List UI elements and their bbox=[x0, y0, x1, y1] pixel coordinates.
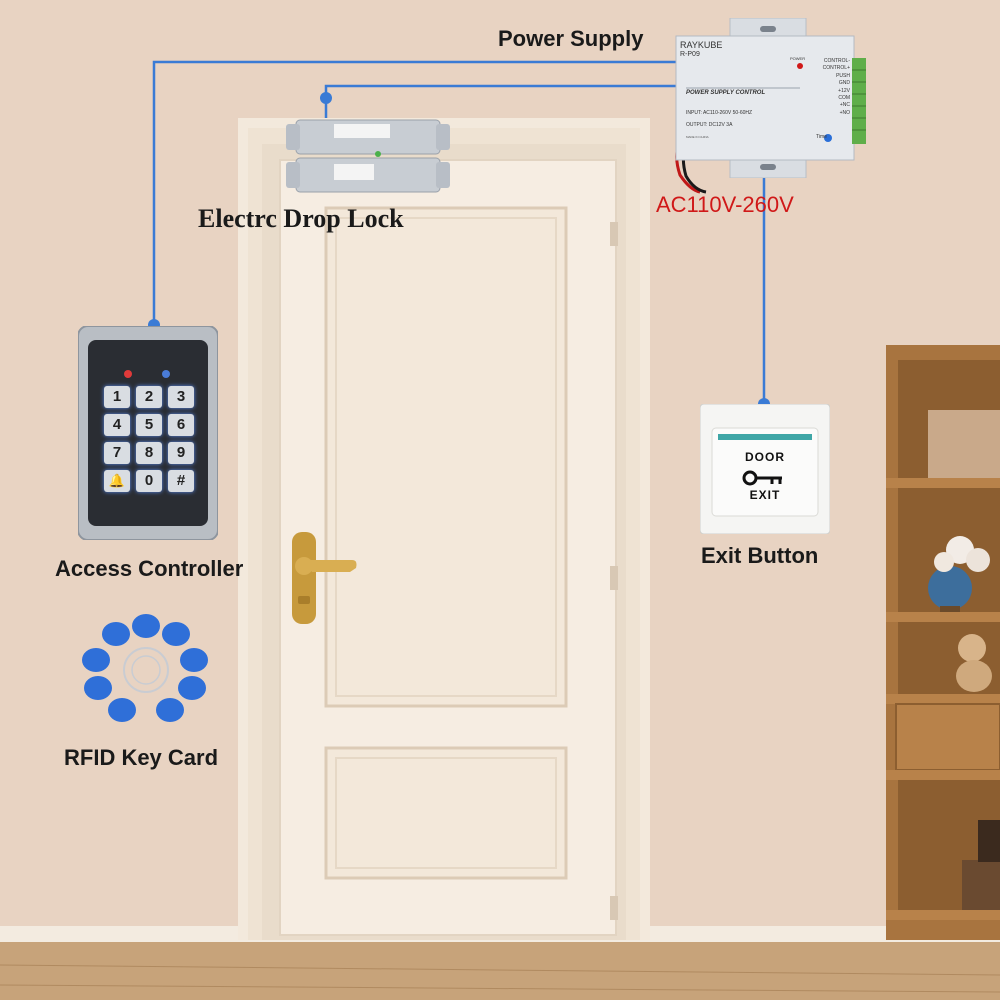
power-supply-box bbox=[675, 17, 866, 179]
key-1[interactable]: 1 bbox=[104, 386, 130, 408]
rfid-key-cards bbox=[82, 614, 208, 722]
key-7[interactable]: 7 bbox=[104, 442, 130, 464]
exit-plate-frame bbox=[699, 403, 831, 535]
bookshelf bbox=[886, 345, 1000, 940]
electric-drop-lock bbox=[286, 116, 450, 196]
label-rfid-key-card: RFID Key Card bbox=[64, 745, 219, 770]
rfid-fob-icon bbox=[180, 648, 208, 672]
power-supply-unit: RAYKUBE R-P09 POWER POWER SUPPLY CONTROL… bbox=[672, 17, 866, 179]
terminal-label: +12V bbox=[838, 87, 850, 94]
label-voltage: AC110V-260V bbox=[656, 192, 794, 217]
terminal-label: CONTROL- bbox=[823, 58, 850, 64]
key-5[interactable]: 5 bbox=[136, 414, 162, 436]
drop-lock-body bbox=[286, 119, 450, 193]
door-leaf bbox=[279, 159, 618, 936]
key-8[interactable]: 8 bbox=[136, 442, 162, 464]
psu-output: OUTPUT: DC12V 3A bbox=[686, 122, 733, 128]
keypad-grid: 1 2 3 4 5 6 7 8 9 🔔 0 # bbox=[104, 386, 194, 492]
psu-terminal-labels: CONTROL- CONTROL+ PUSH GND +12V COM +NC … bbox=[812, 58, 850, 117]
door-handle bbox=[292, 532, 357, 624]
rfid-fob-icon bbox=[108, 698, 136, 722]
psu-brand: RAYKUBE bbox=[680, 40, 723, 50]
wire-power-to-lock bbox=[324, 84, 690, 118]
terminal-label: CONTROL+ bbox=[822, 65, 850, 72]
key-4[interactable]: 4 bbox=[104, 414, 130, 436]
rfid-fob-icon bbox=[162, 622, 190, 646]
exit-button-plate: DOOR EXIT bbox=[699, 403, 831, 535]
label-exit-button: Exit Button bbox=[701, 543, 819, 568]
rfid-fob-icon bbox=[82, 648, 110, 672]
label-drop-lock: Electrc Drop Lock bbox=[198, 204, 404, 233]
time-knob-icon bbox=[824, 134, 832, 142]
status-led-blue-icon bbox=[162, 370, 170, 378]
psu-time-label: Time bbox=[816, 134, 827, 140]
key-0[interactable]: 0 bbox=[136, 470, 162, 492]
rfid-fob-icon bbox=[132, 614, 160, 638]
terminal-label: GND bbox=[838, 80, 850, 87]
key-2[interactable]: 2 bbox=[136, 386, 162, 408]
exit-plate-exit-text: EXIT bbox=[749, 488, 781, 502]
label-access-controller: Access Controller bbox=[55, 556, 244, 581]
access-controller: 1 2 3 4 5 6 7 8 9 🔔 0 # bbox=[77, 325, 219, 541]
psu-model: R-P09 bbox=[680, 51, 700, 58]
psu-power-label: POWER bbox=[790, 56, 806, 61]
key-3[interactable]: 3 bbox=[168, 386, 194, 408]
wire-node-lock bbox=[320, 92, 332, 104]
rfid-fob-icon bbox=[178, 676, 206, 700]
rfid-fob-icon bbox=[84, 676, 112, 700]
status-led-red-icon bbox=[124, 370, 132, 378]
rfid-fob-icon bbox=[156, 698, 184, 722]
psu-input: INPUT: AC110-260V 50-60HZ bbox=[686, 110, 753, 116]
key-6[interactable]: 6 bbox=[168, 414, 194, 436]
terminal-label: +NC bbox=[839, 102, 850, 109]
psu-made-in: MADE IN CHINA bbox=[686, 135, 709, 139]
terminal-label: COM bbox=[838, 95, 850, 102]
psu-title: POWER SUPPLY CONTROL bbox=[686, 90, 766, 96]
rfid-fob-icon bbox=[102, 622, 130, 646]
key-9[interactable]: 9 bbox=[168, 442, 194, 464]
label-power-supply: Power Supply bbox=[498, 26, 644, 51]
key-bell-icon[interactable]: 🔔 bbox=[104, 470, 130, 492]
terminal-label: PUSH bbox=[836, 72, 850, 79]
key-hash[interactable]: # bbox=[168, 470, 194, 492]
terminal-label: +NO bbox=[839, 109, 850, 116]
exit-plate-door-text: DOOR bbox=[745, 450, 785, 464]
power-led-icon bbox=[797, 63, 803, 69]
wire-power-to-controller bbox=[152, 60, 690, 325]
